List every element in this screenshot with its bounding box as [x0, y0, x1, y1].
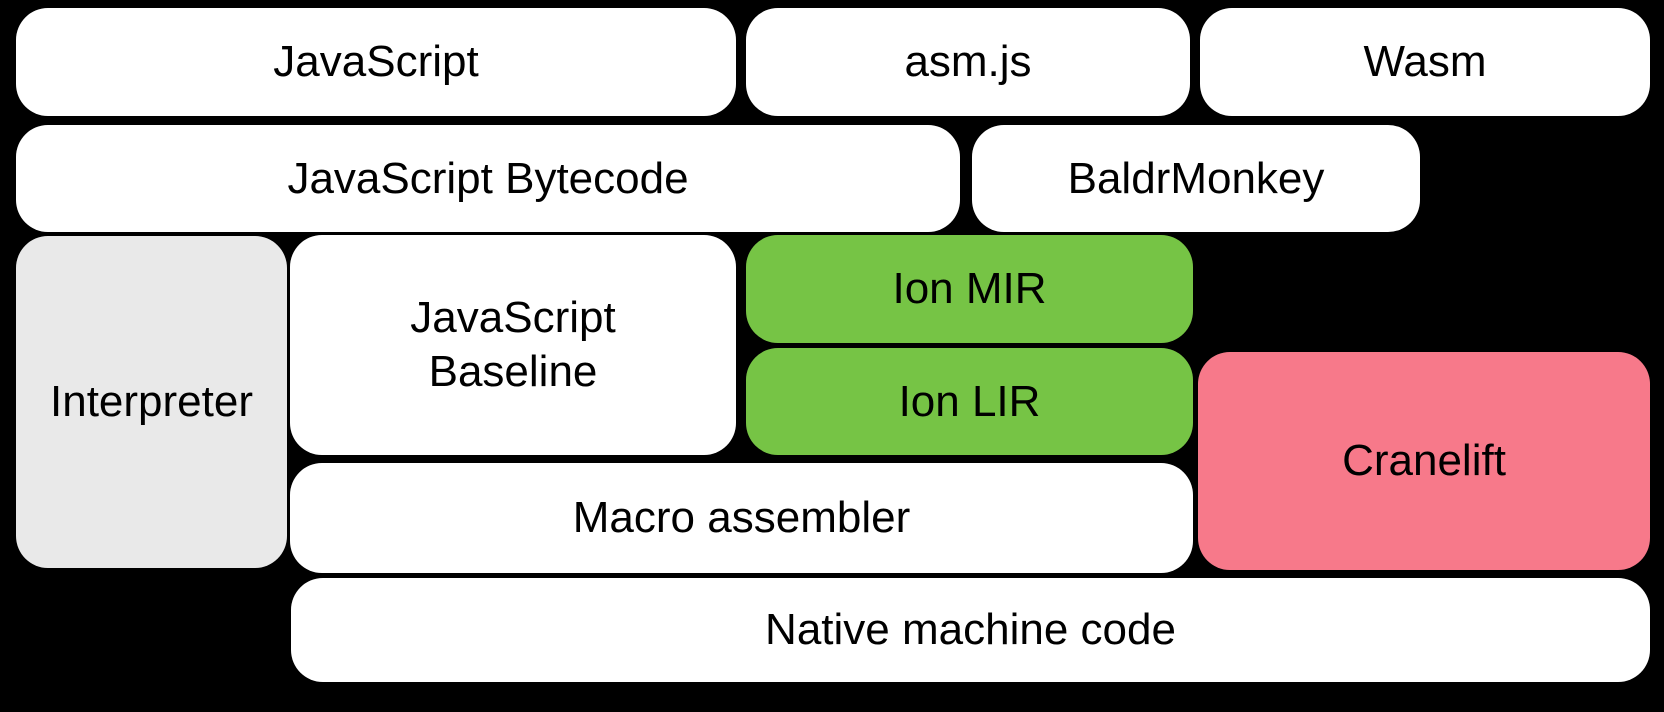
node-javascript-baseline: JavaScript Baseline [290, 235, 736, 455]
node-ion-mir-label: Ion MIR [892, 264, 1047, 314]
node-javascript-label: JavaScript [273, 37, 479, 87]
node-asmjs-label: asm.js [904, 37, 1032, 87]
node-native-machine-code: Native machine code [291, 578, 1650, 682]
node-baldrmonkey-label: BaldrMonkey [1067, 153, 1325, 203]
node-javascript-baseline-label: JavaScript Baseline [410, 293, 616, 396]
node-asmjs: asm.js [746, 8, 1190, 116]
node-interpreter-label: Interpreter [50, 377, 253, 427]
node-ion-lir-label: Ion LIR [898, 376, 1041, 426]
node-javascript-bytecode: JavaScript Bytecode [16, 125, 960, 232]
node-wasm-label: Wasm [1363, 37, 1487, 87]
node-javascript-bytecode-label: JavaScript Bytecode [287, 153, 689, 203]
node-ion-lir: Ion LIR [746, 348, 1193, 455]
node-macro-assembler: Macro assembler [290, 463, 1193, 573]
node-native-machine-code-label: Native machine code [765, 605, 1176, 655]
node-macro-assembler-label: Macro assembler [572, 493, 911, 543]
node-baldrmonkey: BaldrMonkey [972, 125, 1420, 232]
node-interpreter: Interpreter [16, 236, 287, 568]
node-cranelift-label: Cranelift [1342, 436, 1506, 486]
node-ion-mir: Ion MIR [746, 235, 1193, 343]
node-wasm: Wasm [1200, 8, 1650, 116]
node-cranelift: Cranelift [1198, 352, 1650, 570]
node-javascript: JavaScript [16, 8, 736, 116]
